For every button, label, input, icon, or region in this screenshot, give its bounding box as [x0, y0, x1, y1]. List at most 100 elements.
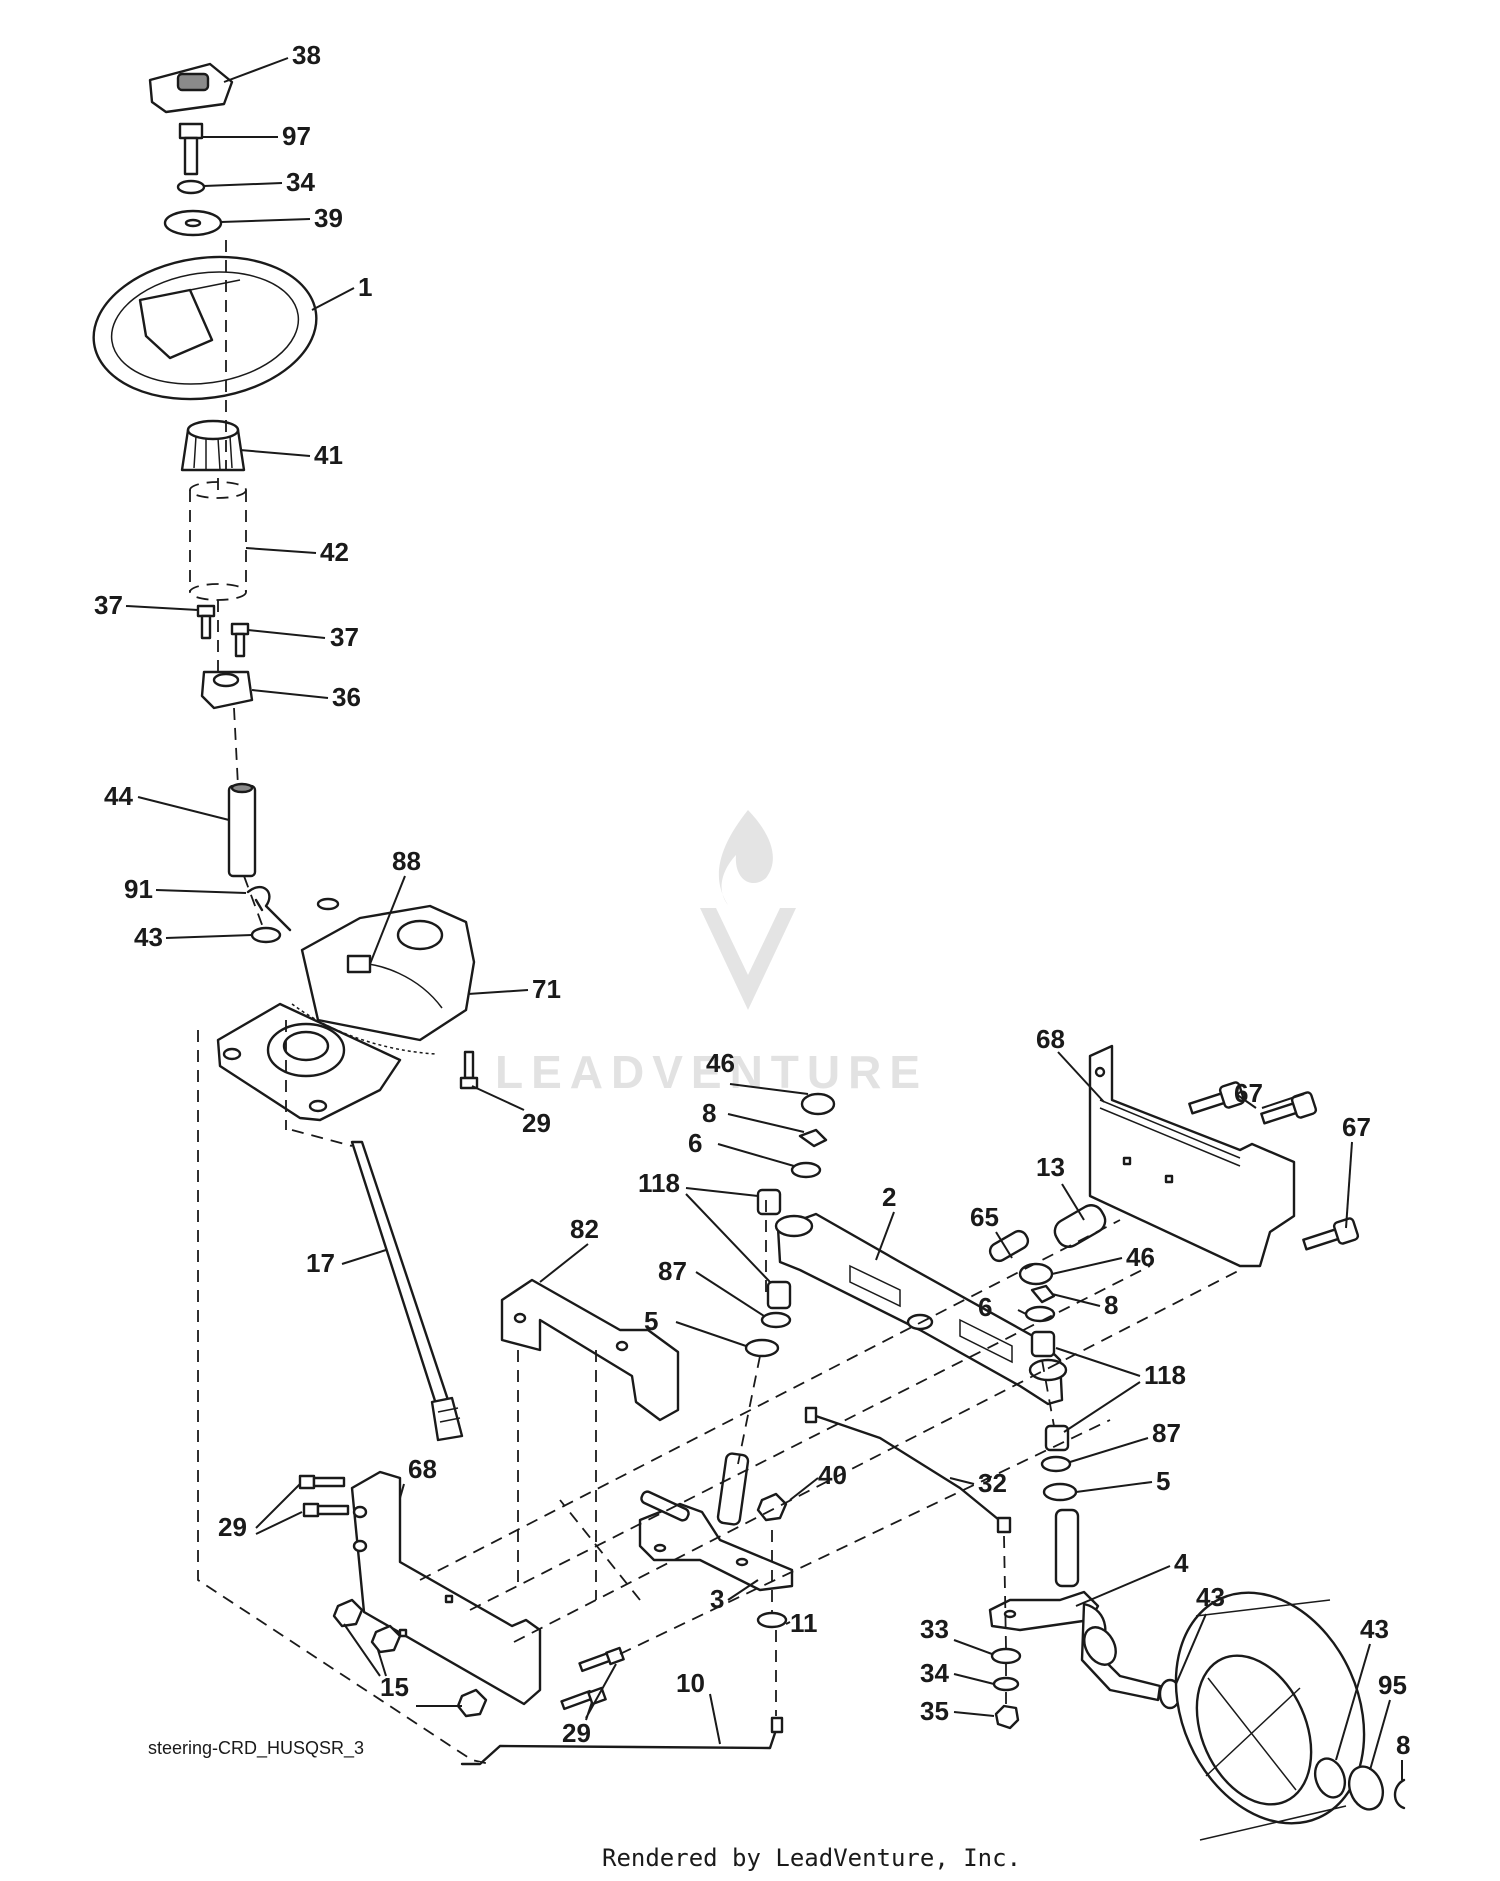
callout-label: 1 [358, 272, 372, 302]
rendered-by-footer: Rendered by LeadVenture, Inc. [602, 1844, 1021, 1872]
callout-label: 33 [920, 1614, 949, 1644]
alignment-line [513, 1269, 1241, 1643]
part-wheel [1174, 1591, 1366, 1841]
part-retaining-ring [1030, 1284, 1056, 1304]
part-shoulder-bolt [1302, 1217, 1360, 1251]
part-steering-adapter [180, 419, 246, 472]
callout-label: 40 [818, 1460, 847, 1490]
part-right-spindle [988, 1508, 1162, 1702]
callout-label: 8 [702, 1098, 716, 1128]
callout-label: 11 [790, 1608, 818, 1638]
part-steering-cap [148, 62, 234, 114]
part-bushing-plate [200, 670, 254, 710]
leader-lines [125, 57, 1403, 1780]
callout-label: 10 [676, 1668, 705, 1698]
part-lower-steering-shaft [350, 1140, 464, 1442]
callout-label: 17 [306, 1248, 335, 1278]
callout-label: 46 [706, 1048, 735, 1078]
part-front-bracket [500, 1278, 680, 1422]
part-hairpin-clip [246, 885, 292, 932]
part-bushing [1044, 1424, 1070, 1452]
callout-label: 29 [218, 1512, 247, 1542]
callout-label: 5 [644, 1306, 658, 1336]
callout-label: 97 [282, 121, 311, 151]
part-shoulder-bolt [1260, 1091, 1318, 1125]
callout-label: 29 [562, 1718, 591, 1748]
part-washer [163, 209, 223, 237]
part-lock-washer [992, 1676, 1020, 1692]
part-lock-washer [176, 179, 206, 195]
callout-label: 88 [392, 846, 421, 876]
part-drag-link [460, 1716, 784, 1766]
part-washer [744, 1338, 780, 1358]
watermark-text: LEADVENTURE [495, 1046, 928, 1098]
alignment-line [419, 1219, 1121, 1581]
callout-label: 71 [532, 974, 561, 1004]
callout-label: 29 [522, 1108, 551, 1138]
alignment-line [619, 1419, 1111, 1655]
part-nut [994, 1704, 1020, 1730]
part-sector-gear [291, 897, 476, 1055]
callout-label: 6 [978, 1292, 992, 1322]
callout-label: 68 [1036, 1024, 1065, 1054]
part-nut [370, 1624, 402, 1654]
callout-label: 87 [658, 1256, 687, 1286]
callout-label: 118 [638, 1168, 680, 1198]
part-pivot-pin [988, 1229, 1030, 1263]
callout-label: 37 [330, 622, 359, 652]
callout-label: 41 [314, 440, 343, 470]
part-washer [756, 1611, 788, 1629]
callout-label: 3 [710, 1584, 724, 1614]
callout-label: 35 [920, 1696, 949, 1726]
callout-label: 67 [1234, 1078, 1263, 1108]
part-washer [1040, 1455, 1072, 1473]
callout-label: 87 [1152, 1418, 1181, 1448]
part-washer [990, 1647, 1022, 1665]
part-retaining-ring [798, 1128, 828, 1148]
callout-label: 2 [882, 1182, 896, 1212]
part-washer [1313, 1757, 1347, 1799]
callout-label: 8 [1104, 1290, 1118, 1320]
alignment-line [1041, 1359, 1055, 1427]
part-bushing [1030, 1330, 1056, 1358]
part-spacer-sleeve [1053, 1204, 1107, 1248]
alignment-line [559, 1499, 641, 1601]
part-mounting-plate [1088, 1044, 1296, 1268]
part-column-boot [189, 481, 247, 601]
part-washer [250, 926, 282, 944]
callout-label: 8 [1396, 1730, 1410, 1760]
part-retaining-ring [1393, 1778, 1406, 1810]
part-left-spindle [638, 1452, 794, 1592]
callout-label: 42 [320, 537, 349, 567]
leadventure-watermark: LEADVENTURE [495, 810, 928, 1098]
callout-label: 43 [134, 922, 163, 952]
part-cap [800, 1092, 836, 1116]
callout-label: 34 [920, 1658, 949, 1688]
part-pivot-bolt [346, 954, 372, 974]
callout-label: 46 [1126, 1242, 1155, 1272]
callout-label: 95 [1378, 1670, 1407, 1700]
part-bolt [459, 1050, 479, 1090]
callout-label: 32 [978, 1468, 1007, 1498]
callout-label: 6 [688, 1128, 702, 1158]
callout-label: 15 [380, 1672, 409, 1702]
callout-label: 34 [286, 167, 315, 197]
callout-label: 82 [570, 1214, 599, 1244]
part-cap [1018, 1262, 1054, 1286]
diagram-caption: steering-CRD_HUSQSR_3 [148, 1738, 364, 1759]
part-bolt [560, 1686, 607, 1711]
callout-label: 13 [1036, 1152, 1065, 1182]
part-steering-bracket [216, 1002, 402, 1122]
part-screw [196, 604, 216, 640]
part-washer [760, 1311, 792, 1329]
alignment-line [217, 240, 353, 1147]
callout-labels: 38 97 34 39 1 41 42 37 37 36 44 88 91 43… [94, 40, 1410, 1760]
part-washer [1347, 1765, 1385, 1811]
part-bolt [298, 1474, 346, 1490]
part-steering-wheel [92, 255, 318, 401]
callout-label: 37 [94, 590, 123, 620]
part-tie-rod [804, 1406, 1012, 1534]
part-bushing [766, 1280, 792, 1310]
part-mounting-plate [350, 1470, 542, 1706]
part-screw [230, 622, 250, 658]
